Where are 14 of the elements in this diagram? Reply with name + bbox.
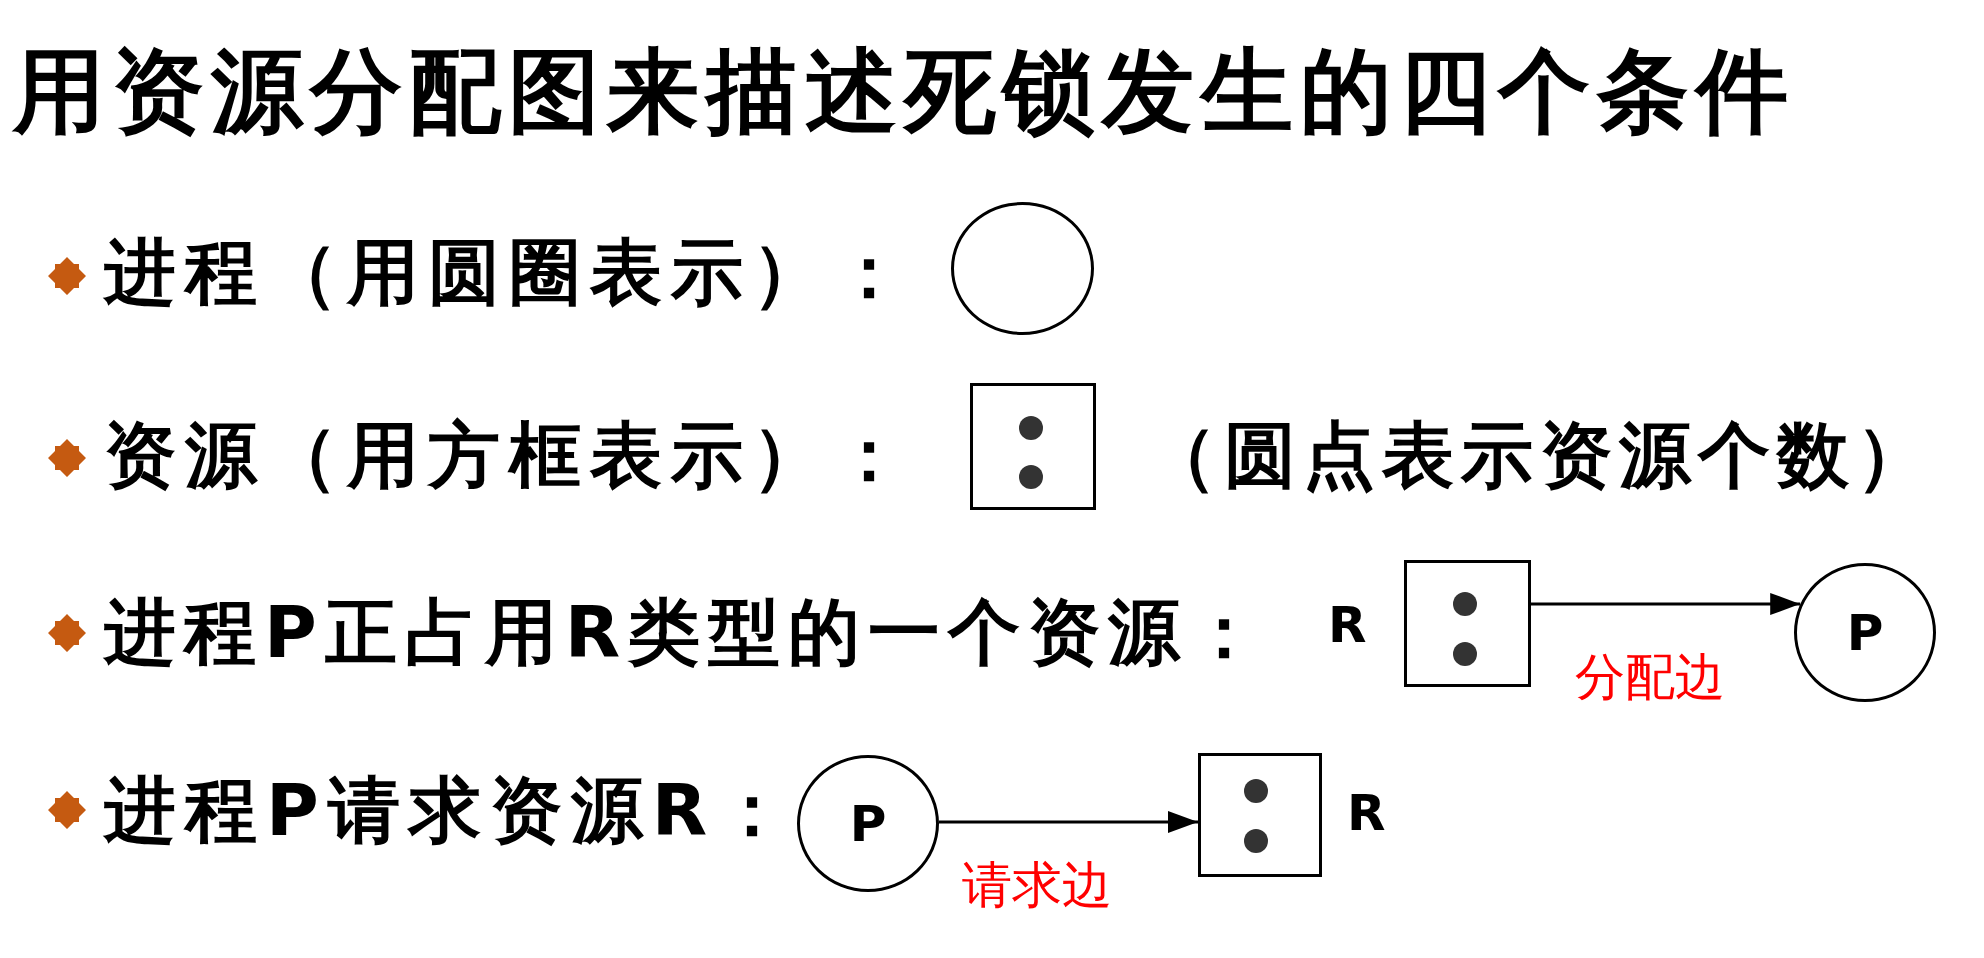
arrow [1531, 593, 1801, 615]
process-circle: P [797, 755, 939, 892]
bullet-text: 进程P正占用R类型的一个资源： [104, 596, 1269, 668]
resource-label: R [1347, 788, 1386, 838]
bullet-text: 进程P请求资源R： [104, 774, 798, 846]
resource-box [1404, 560, 1531, 687]
resource-label: R [1328, 600, 1367, 650]
process-circle: P [1794, 563, 1936, 702]
arrow [939, 811, 1198, 833]
resource-box [970, 383, 1096, 510]
resource-box [1198, 753, 1322, 877]
edge-label: 分配边 [1575, 652, 1725, 702]
slide-title: 用资源分配图来描述死锁发生的四个条件 [13, 46, 1795, 138]
edge-label: 请求边 [962, 860, 1112, 910]
